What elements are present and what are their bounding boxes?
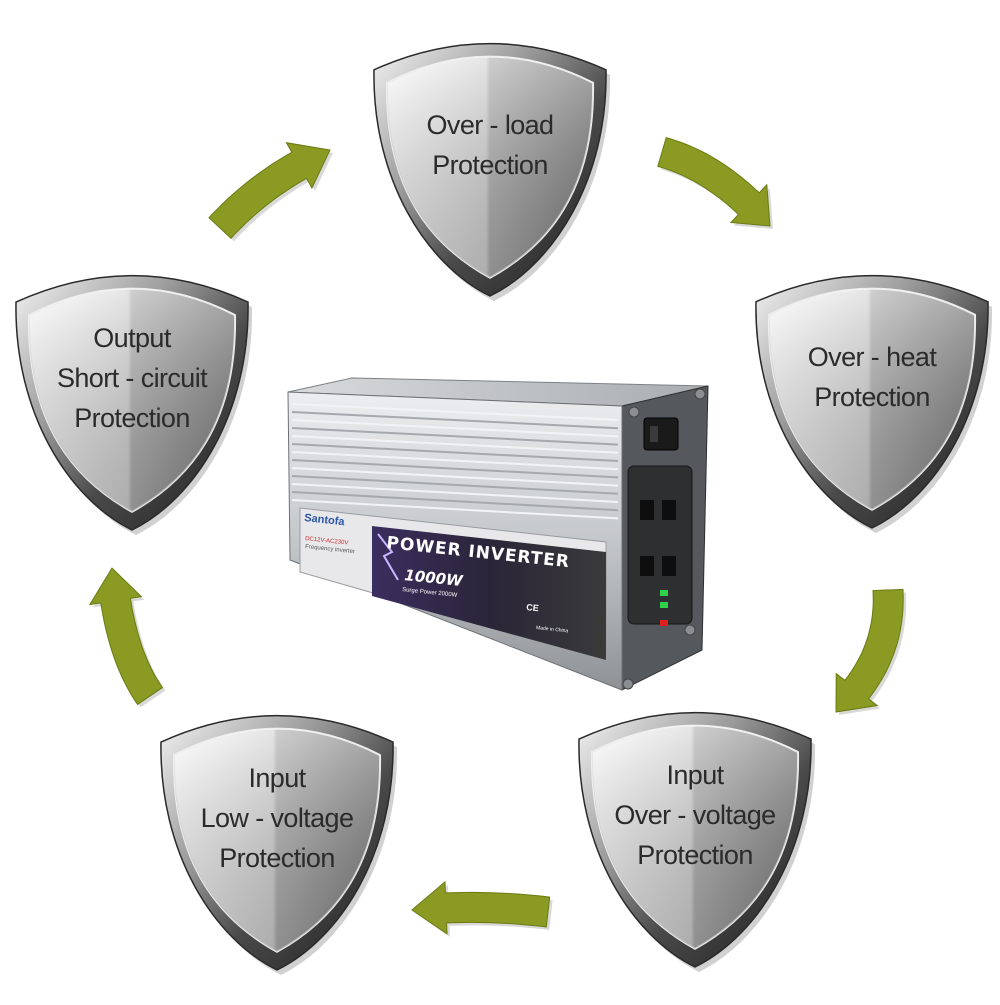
power-switch-icon — [643, 417, 679, 451]
product-made-in: Made in China — [536, 625, 569, 634]
shield-label-over-load-line1: Over - load — [427, 110, 554, 140]
shield-face-shade — [173, 728, 381, 952]
shield-label-input-low-voltage-line3: Protection — [219, 843, 335, 873]
shield-label-input-over-voltage-line3: Protection — [637, 840, 753, 870]
shield-label-input-over-voltage-line2: Over - voltage — [614, 800, 775, 830]
heat-sink-fin — [291, 475, 619, 495]
heat-sink-fin — [291, 411, 619, 430]
shield-label-input-over-voltage-line1: Input — [666, 760, 724, 790]
product-spec-line1: DC12V-AC230V — [305, 536, 349, 546]
shield-face-shade — [768, 288, 976, 510]
shield-face-shade — [28, 288, 236, 512]
cycle-arrows — [88, 136, 907, 937]
product-cert-mark: CE — [526, 602, 539, 613]
heat-sink-fin — [291, 491, 619, 512]
heat-sink-fin — [291, 419, 619, 438]
shield-face-shade — [386, 56, 594, 278]
status-led-red-icon — [660, 620, 668, 626]
arrow-lowvoltage-to-shortcircuit-icon — [88, 567, 164, 706]
shield-label-over-heat-line1: Over - heat — [808, 342, 938, 372]
heat-sink-fin — [291, 499, 619, 520]
arrow-shortcircuit-to-overload-icon — [208, 142, 331, 240]
product-spec-line2: Frequency inverter — [305, 544, 355, 555]
shield-face-shade — [591, 725, 799, 949]
shield-label-output-short-circuit-line3: Protection — [74, 403, 190, 433]
product-brand: Santofa — [304, 512, 346, 528]
arrow-overheat-to-overvoltage-icon — [835, 588, 904, 713]
shield-label-output-short-circuit-line1: Output — [93, 323, 172, 353]
arrow-overload-to-overheat-icon — [657, 136, 771, 227]
arrow-overvoltage-to-lowvoltage-icon — [411, 880, 551, 935]
shield-label-over-heat-line2: Protection — [814, 382, 930, 412]
heat-sink-fin — [291, 467, 619, 487]
heat-sink-fin — [291, 435, 619, 454]
heat-sink-fin — [291, 483, 619, 503]
heat-sink-fin — [291, 403, 619, 421]
heat-sink-fin — [291, 443, 619, 462]
shield-label-input-low-voltage-line1: Input — [248, 763, 306, 793]
product-surge-power: Surge Power 2000W — [402, 587, 458, 599]
shield-label-input-low-voltage-line2: Low - voltage — [201, 803, 354, 833]
power-inverter-image: Santofa DC12V-AC230V Frequency inverter … — [287, 377, 709, 691]
heat-sink-fin — [291, 459, 619, 479]
heat-sink-fin — [291, 451, 619, 471]
heat-sink-fins — [291, 403, 619, 520]
status-led-green-icon — [660, 590, 668, 596]
shield-label-over-load-line2: Protection — [432, 150, 548, 180]
ac-socket-icon — [627, 465, 693, 625]
heat-sink-fin — [291, 427, 619, 446]
shield-label-output-short-circuit-line2: Short - circuit — [57, 363, 208, 393]
screw-icon — [628, 406, 640, 418]
